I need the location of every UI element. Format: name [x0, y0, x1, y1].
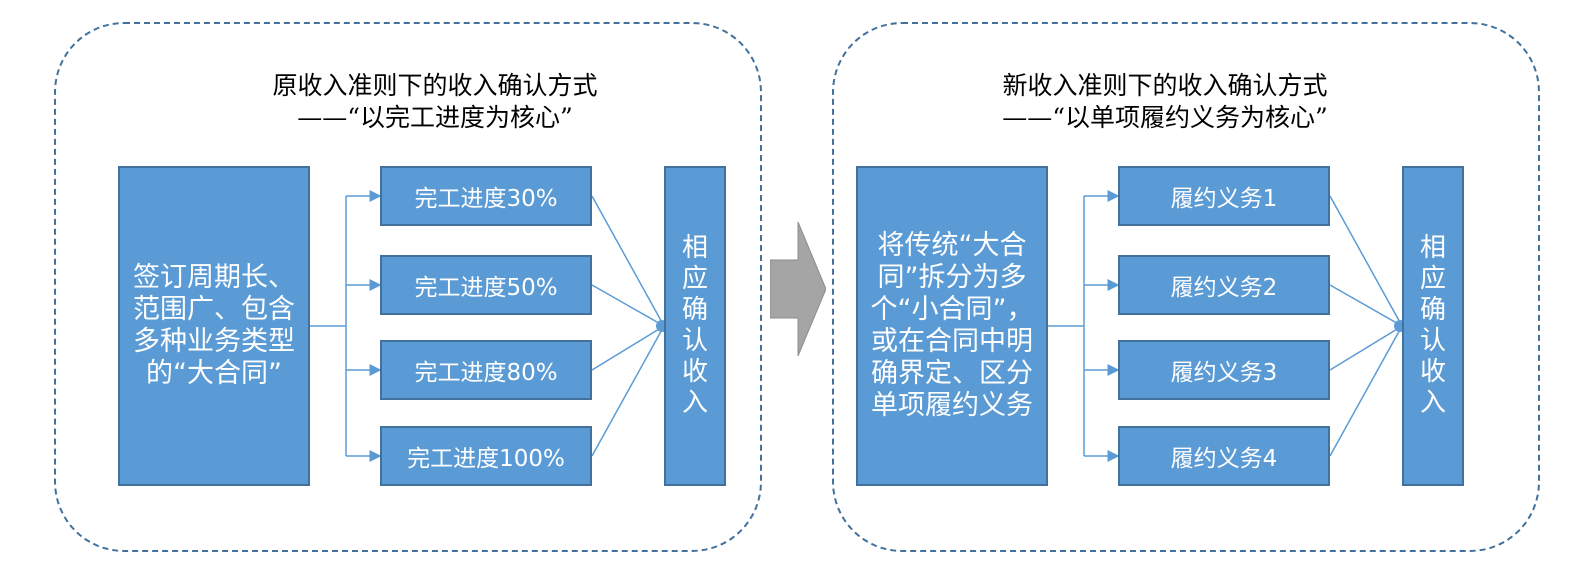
left-step-4: 完工进度100% — [380, 426, 592, 486]
left-step-2: 完工进度50% — [380, 255, 592, 315]
left-title-line1: 原收入准则下的收入确认方式 — [272, 71, 598, 100]
right-source-text: 将传统“大合同”拆分为多个“小合同”，或在合同中明确界定、区分单项履约义务 — [870, 230, 1034, 421]
right-step-4-label: 履约义务4 — [1170, 446, 1278, 472]
left-result-box: 相应确认收入 — [664, 166, 726, 486]
right-step-2-label: 履约义务2 — [1170, 275, 1278, 301]
right-step-3-label: 履约义务3 — [1170, 360, 1278, 386]
right-step-2: 履约义务2 — [1118, 255, 1330, 315]
left-title-line2: ——“以完工进度为核心” — [297, 103, 573, 132]
left-step-1-label: 完工进度30% — [414, 186, 558, 212]
left-step-3-label: 完工进度80% — [414, 360, 558, 386]
right-step-1-label: 履约义务1 — [1170, 186, 1278, 212]
left-step-3: 完工进度80% — [380, 340, 592, 400]
right-title-line1: 新收入准则下的收入确认方式 — [1002, 71, 1328, 100]
right-panel — [832, 22, 1540, 552]
right-title: 新收入准则下的收入确认方式 ——“以单项履约义务为核心” — [955, 70, 1375, 134]
left-source-box: 签订周期长、范围广、包含多种业务类型的“大合同” — [118, 166, 310, 486]
left-step-2-label: 完工进度50% — [414, 275, 558, 301]
right-step-3: 履约义务3 — [1118, 340, 1330, 400]
left-step-1: 完工进度30% — [380, 166, 592, 226]
right-result-box: 相应确认收入 — [1402, 166, 1464, 486]
right-title-line2: ——“以单项履约义务为核心” — [1002, 103, 1328, 132]
right-step-4: 履约义务4 — [1118, 426, 1330, 486]
right-step-1: 履约义务1 — [1118, 166, 1330, 226]
right-result-text: 相应确认收入 — [1419, 233, 1446, 418]
right-source-box: 将传统“大合同”拆分为多个“小合同”，或在合同中明确界定、区分单项履约义务 — [856, 166, 1048, 486]
left-panel — [54, 22, 762, 552]
right-block-arrow-icon — [770, 222, 826, 356]
left-title: 原收入准则下的收入确认方式 ——“以完工进度为核心” — [200, 70, 670, 134]
left-result-text: 相应确认收入 — [681, 233, 708, 418]
left-step-4-label: 完工进度100% — [407, 446, 565, 472]
left-source-text: 签订周期长、范围广、包含多种业务类型的“大合同” — [133, 262, 295, 389]
